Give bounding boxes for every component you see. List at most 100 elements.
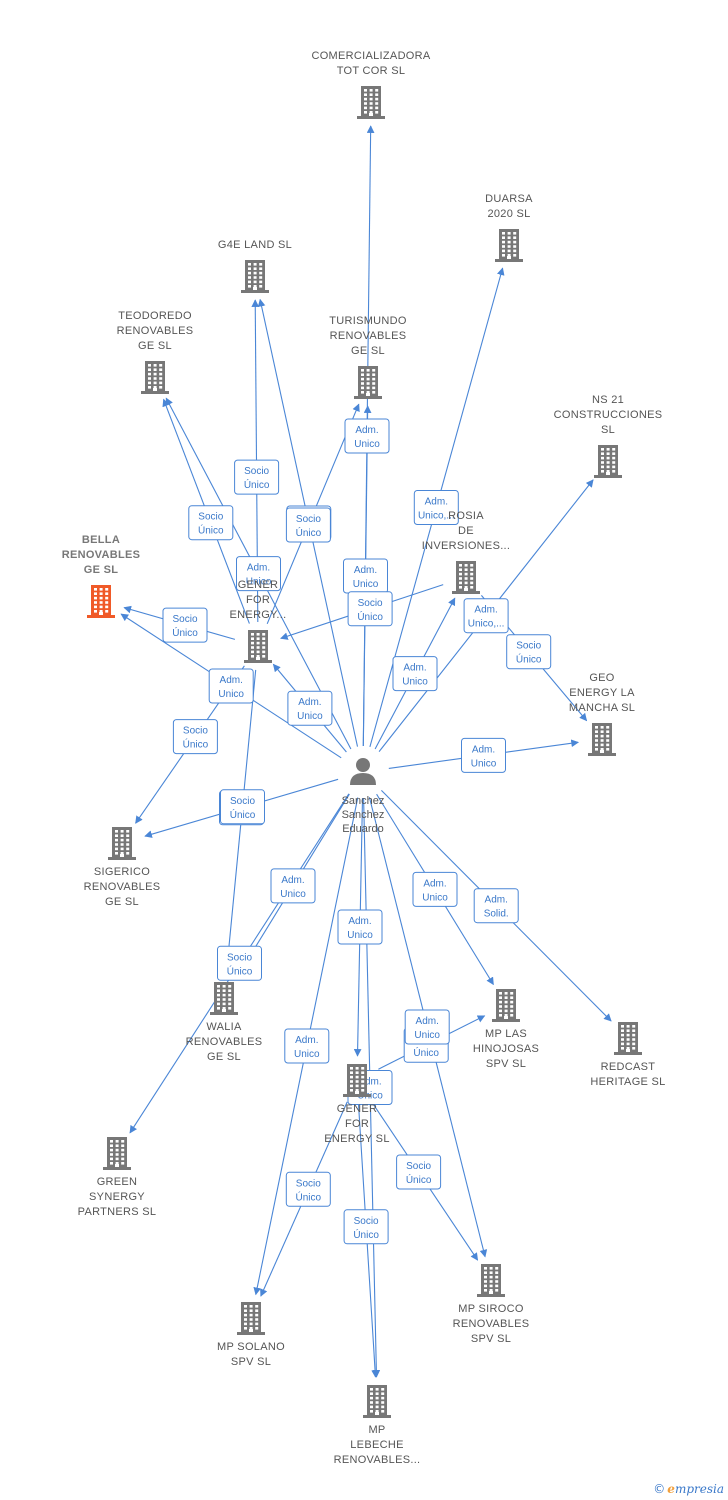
edge-label-text: Adm. [416,1016,439,1027]
edge-label-0[interactable]: Adm.Unico [344,418,390,454]
brand-logo-text: mpresia [674,1482,724,1496]
edge-label-13[interactable]: Adm.Unico [287,690,333,726]
edge-label-4[interactable]: Adm.Unico [236,556,281,592]
edge-label-box [404,1009,450,1045]
company-name-line: FOR [246,594,270,606]
building-icon [452,561,480,594]
edge-label-8[interactable]: Adm.Unico,... [463,598,509,634]
company-node-gener1[interactable]: GENERFORENERGY... [230,579,287,663]
edge-label-20[interactable]: Adm.Unico [412,871,458,907]
edge-label-22[interactable]: Adm.Solid. [473,888,519,924]
edge-label-6[interactable]: Adm.Unico [343,558,388,594]
edge-label-text: Adm. [425,497,448,508]
edge-label-box [220,789,265,825]
building-icon [108,827,136,860]
edge-label-18[interactable]: Adm.Unico [270,868,316,904]
edge-label-text: Único [296,1190,322,1203]
company-name-line: GE SL [207,1051,241,1063]
building-icon [492,989,520,1022]
building-icon [357,86,385,119]
edge-label-box [217,945,262,981]
edge-label-text: Adm. [358,1077,381,1088]
company-name-line: GE SL [351,345,385,357]
edge-label-23[interactable]: Adm.Unico [337,909,383,945]
building-icon [343,1064,371,1097]
edge-label-box [412,871,458,907]
footer-brand[interactable]: ©empresia [653,1482,724,1496]
company-name-line: PARTNERS SL [78,1206,157,1218]
edge-label-text: Adm. [485,895,508,906]
edge-label-text: Unico [402,677,428,688]
edge-label-9[interactable]: Adm.Unico [208,668,254,704]
company-name-line: SPV SL [486,1058,526,1070]
edge-label-27[interactable]: Adm.Unico [284,1028,330,1064]
person-name-line: Sanchez [342,809,385,821]
edge-label-box [208,668,254,704]
edge-label-box [285,1171,331,1207]
company-node-g4e[interactable]: G4E LAND SL [218,239,292,293]
edge-label-11[interactable]: Adm.Unico [392,656,438,692]
company-name-line: GREEN [97,1176,138,1188]
company-name-line: REDCAST [601,1061,656,1073]
brand-logo-initial: e [667,1482,675,1496]
edge-label-15[interactable]: Adm.Unico [461,737,506,773]
company-name-line: BELLA [82,534,120,546]
company-name-line: GE SL [105,896,139,908]
edge-label-text: Adm. [472,744,495,755]
company-name-line: RENOVABLES... [334,1454,421,1466]
building-icon [354,366,382,399]
edge-label-1[interactable]: Adm.Unico,... [413,490,459,525]
company-name-line: GENER [337,1103,378,1115]
company-name-line: SL [601,424,615,436]
edge-label-box [413,490,459,525]
edge-label-text: Único [413,1046,439,1059]
edge-label-25[interactable]: Adm.Unico [404,1009,450,1045]
company-name-line: DE [458,525,474,537]
edge-label-text: Único [227,964,253,977]
edge-label-text: Socio [198,512,223,523]
edge-label-text: Adm. [423,878,446,889]
company-name-line: RENOVABLES [84,881,161,893]
edge-label-box [344,418,390,454]
building-icon [594,445,622,478]
edge-label-text: Adm. [474,605,497,616]
company-node-rosia[interactable]: ROSIADEINVERSIONES... [422,510,511,594]
company-name-line: MP SIROCO [458,1303,524,1315]
edge-label-text: Socio [296,1178,321,1189]
edge-label-text: Socio [516,641,541,652]
company-node-lebeche[interactable]: MPLEBECHERENOVABLES... [334,1385,421,1466]
edge-label-text: Unico [347,930,373,941]
building-icon [241,260,269,293]
company-name-line: RENOVABLES [117,325,194,337]
company-name-line: TEODOREDO [118,310,192,322]
company-name-line: ENERGY SL [324,1133,389,1145]
